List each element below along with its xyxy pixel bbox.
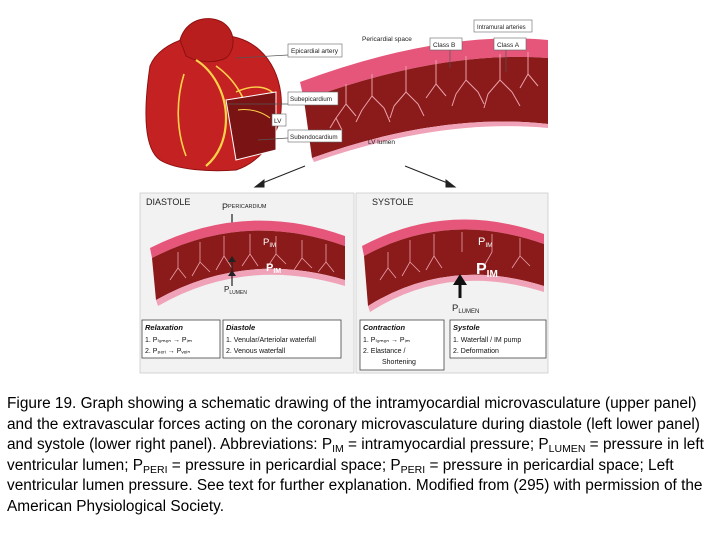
label-subendocardium: Subendocardium bbox=[290, 134, 338, 141]
caption-label: Figure 19. bbox=[7, 395, 76, 412]
label-class-a: Class A bbox=[497, 42, 520, 49]
label-pericardial-space: Pericardial space bbox=[362, 36, 412, 43]
contraction-line1: 1. Pₗᵤₘₑₙ → Pᵢₘ bbox=[363, 337, 410, 344]
relaxation-title: Relaxation bbox=[145, 323, 183, 332]
systole-title: SYSTOLE bbox=[372, 197, 413, 207]
caption-sub-lumen: LUMEN bbox=[549, 443, 586, 455]
contraction-line3: Shortening bbox=[382, 359, 416, 366]
caption-text-peri1: = pressure in pericardial space; P bbox=[168, 457, 401, 474]
figure-caption: Figure 19. Graph showing a schematic dra… bbox=[7, 394, 713, 540]
caption-text-im: = intramyocardial pressure; P bbox=[344, 436, 549, 453]
caption-sub-peri2: PERI bbox=[401, 464, 426, 476]
systole-panel: SYSTOLE PIM PIM PLUMEN Contraction 1. Pₗ… bbox=[356, 193, 548, 373]
caption-sub-im: IM bbox=[332, 443, 344, 455]
label-intramural-arteries: Intramural arteries bbox=[477, 25, 526, 31]
systole-box-line2: 2. Deformation bbox=[453, 348, 499, 355]
systole-box-line1: 1. Waterfall / IM pump bbox=[453, 337, 521, 344]
label-class-b: Class B bbox=[433, 42, 455, 49]
relaxation-line2: 2. Pₚₑᵣᵢ → Pᵥₑᵢₙ bbox=[145, 348, 190, 355]
label-lv: LV bbox=[274, 118, 282, 125]
figure-schematic: Epicardial artery Pericardial space Intr… bbox=[0, 0, 720, 390]
heart-illustration bbox=[146, 19, 281, 171]
label-subepicardium: Subepicardium bbox=[290, 96, 332, 103]
diverging-arrows bbox=[255, 166, 455, 187]
diastole-panel: DIASTOLE PPERICARDIUM PIM PIM PLUMEN Rel… bbox=[140, 193, 354, 373]
caption-sub-peri1: PERI bbox=[143, 464, 168, 476]
diastole-box-line2: 2. Venous waterfall bbox=[226, 348, 286, 355]
contraction-line2: 2. Elastance / bbox=[363, 348, 405, 355]
contraction-title: Contraction bbox=[363, 323, 406, 332]
diastole-box-title: Diastole bbox=[226, 323, 255, 332]
relaxation-line1: 1. Pₗᵤₘₑₙ → Pᵢₘ bbox=[145, 337, 192, 344]
diastole-title: DIASTOLE bbox=[146, 197, 190, 207]
label-lv-lumen: LV lumen bbox=[368, 139, 395, 146]
systole-box-title: Systole bbox=[453, 323, 480, 332]
label-epicardial-artery: Epicardial artery bbox=[291, 48, 339, 55]
diastole-box-line1: 1. Venular/Arteriolar waterfall bbox=[226, 337, 316, 344]
